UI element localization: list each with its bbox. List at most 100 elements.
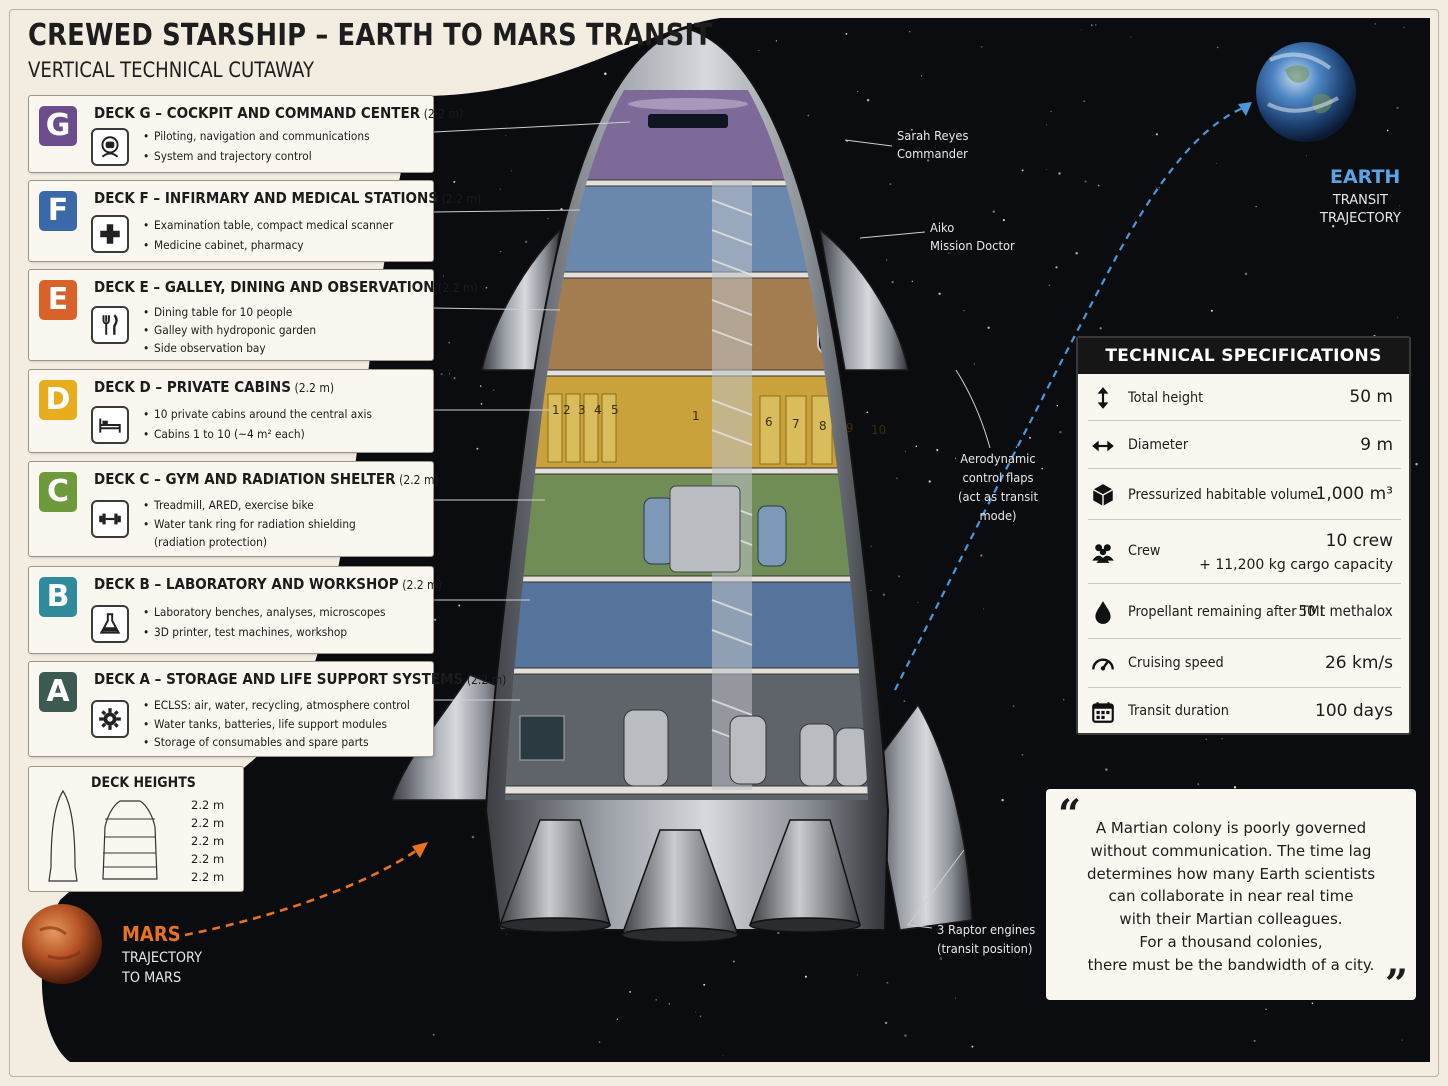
star <box>597 60 599 62</box>
star <box>1097 184 1100 187</box>
star <box>1205 738 1207 740</box>
deck-height-text: (2.2 m) <box>402 578 442 592</box>
mars-trajectory-arrowhead <box>412 842 428 858</box>
star <box>1374 23 1376 25</box>
deck-height-value: 2.2 m <box>191 816 225 830</box>
spec-label: Crew <box>1128 543 1161 559</box>
star <box>926 159 930 162</box>
star <box>434 618 437 621</box>
star <box>1253 1039 1256 1042</box>
star <box>506 933 508 935</box>
horizontal-arrows-icon <box>1092 440 1114 452</box>
deck-a-letter: A <box>39 672 77 712</box>
star <box>699 1015 702 1017</box>
star <box>777 932 780 935</box>
spec-row-crew: Crew 10 crew + 11,200 kg cargo capacity <box>1088 521 1401 584</box>
commander-role: Commander <box>897 146 968 161</box>
star <box>694 1011 696 1013</box>
astronaut-helmet-icon <box>91 128 129 166</box>
star <box>889 183 892 185</box>
star <box>1015 446 1018 448</box>
feature-item: 10 private cabins around the central axi… <box>143 404 372 424</box>
cabin-number: 2 <box>563 403 571 417</box>
star <box>1021 753 1024 756</box>
star <box>1028 436 1032 439</box>
star <box>857 91 859 92</box>
crew-icon <box>1092 544 1114 563</box>
star <box>1099 327 1102 330</box>
deck-title-text: DECK G – COCKPIT AND COMMAND CENTER <box>94 104 421 122</box>
star <box>1080 29 1082 31</box>
deck-height-text: (2.2 m) <box>466 673 507 687</box>
spec-row-volume: Pressurized habitable volume 1,000 m³ <box>1088 470 1401 520</box>
feature-item: Water tanks, batteries, life support mod… <box>143 715 410 734</box>
star <box>1012 705 1015 707</box>
star <box>510 170 512 172</box>
spec-label: Propellant remaining after TMI <box>1128 604 1324 620</box>
star <box>1155 133 1158 136</box>
spec-value: 50 t methalox <box>1298 602 1393 620</box>
star <box>845 32 848 35</box>
upper-right-flap <box>818 228 909 371</box>
star <box>505 134 507 136</box>
spec-row-propellant: Propellant remaining after TMI 50 t meth… <box>1088 585 1401 639</box>
star <box>1105 768 1108 771</box>
cabin-number: 6 <box>765 415 773 429</box>
star <box>598 1041 601 1043</box>
deck-height-text: (2.2 m) <box>438 281 478 295</box>
star <box>1331 224 1335 228</box>
spec-row-speed: Cruising speed 26 km/s <box>1088 640 1401 688</box>
deck-f-features: Examination table, compact medical scann… <box>143 215 415 255</box>
feature-item: ECLSS: air, water, recycling, atmosphere… <box>143 696 410 715</box>
spiral-stair-core <box>712 180 752 790</box>
star <box>866 411 869 414</box>
mars-label: MARS <box>122 922 181 946</box>
deck-c-features: Treadmill, ARED, exercise bike Water tan… <box>143 496 374 552</box>
deck-f-letter: F <box>39 191 77 231</box>
doctor-role: Mission Doctor <box>930 238 1015 253</box>
fork-knife-icon <box>91 306 129 344</box>
mars-trajectory-line <box>184 846 421 937</box>
deck-g-title: DECK G – COCKPIT AND COMMAND CENTER(2.2 … <box>94 104 463 122</box>
feature-item: Laboratory benches, analyses, microscope… <box>143 602 386 622</box>
spec-label: Diameter <box>1128 437 1189 453</box>
page-title: CREWED STARSHIP – EARTH TO MARS TRANSIT <box>28 18 713 53</box>
star <box>973 363 975 365</box>
spec-value: 1,000 m³ <box>1315 484 1393 504</box>
deck-leader-lines <box>433 121 631 701</box>
star <box>758 50 760 51</box>
mars-sub-line: TO MARS <box>122 970 182 986</box>
star <box>1045 169 1047 170</box>
deck-a-features: ECLSS: air, water, recycling, atmosphere… <box>143 696 433 752</box>
star <box>939 957 943 960</box>
feature-item: Piloting, navigation and communications <box>143 126 370 146</box>
star <box>1311 1002 1314 1004</box>
speedometer-icon <box>1092 658 1114 671</box>
deck-b-features: Laboratory benches, analyses, microscope… <box>143 602 407 642</box>
star <box>1401 1039 1403 1041</box>
star <box>891 281 894 284</box>
star <box>453 180 456 183</box>
close-quote-mark: ” <box>1384 961 1408 1008</box>
quote-line: with their Martian colleagues. <box>1119 910 1343 929</box>
cabin-number: 7 <box>792 417 800 431</box>
star <box>458 604 461 607</box>
star <box>1001 798 1004 802</box>
star <box>882 593 886 596</box>
star <box>1216 46 1219 49</box>
star <box>992 210 995 213</box>
star <box>896 477 898 480</box>
star <box>954 457 957 459</box>
deck-height-text: (2.2 m) <box>294 381 335 395</box>
star <box>1233 786 1237 789</box>
star <box>1056 404 1058 407</box>
star <box>722 1055 724 1056</box>
deck-heights-title: DECK HEIGHTS <box>91 775 196 791</box>
spec-row-diameter: Diameter 9 m <box>1088 422 1401 469</box>
cube-icon <box>1092 484 1114 506</box>
star <box>938 292 941 295</box>
star <box>485 286 488 289</box>
commander-callout: Sarah Reyes Commander <box>897 127 969 163</box>
feature-item: System and trajectory control <box>143 146 370 166</box>
star <box>804 975 807 978</box>
